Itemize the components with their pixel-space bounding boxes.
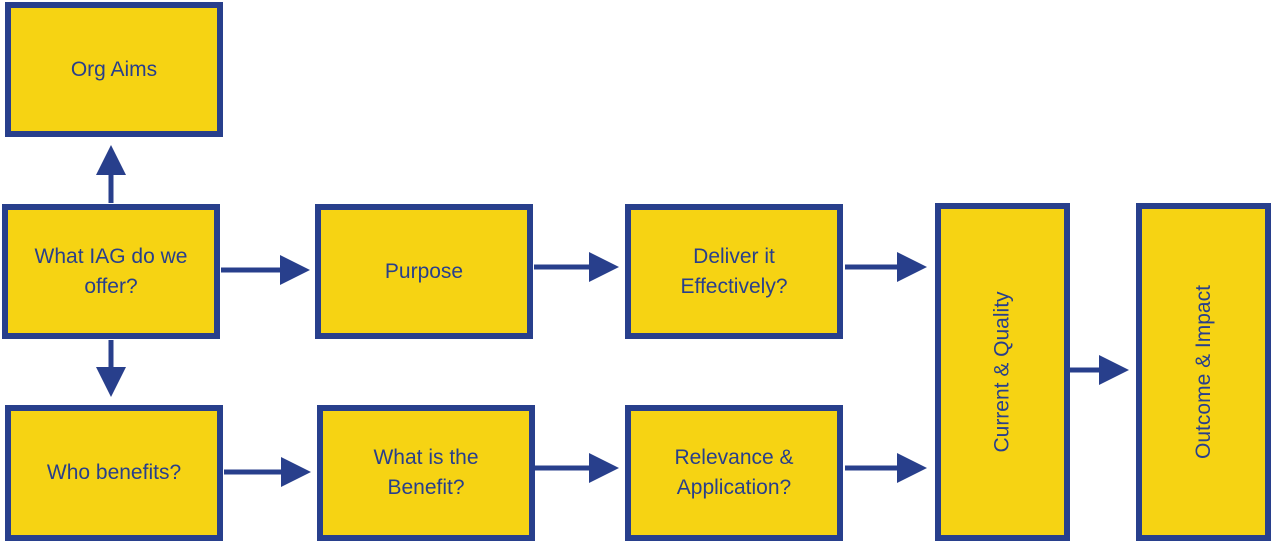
node-what-iag-label: What IAG do we offer? bbox=[34, 244, 188, 298]
node-purpose-label: Purpose bbox=[384, 259, 464, 283]
node-relevance: Relevance & Application? bbox=[625, 405, 843, 541]
node-purpose: Purpose bbox=[315, 204, 533, 339]
node-what-benefit: What is the Benefit? bbox=[317, 405, 535, 541]
node-outcome-impact: Outcome & Impact bbox=[1136, 203, 1271, 541]
node-org-aims: Org Aims bbox=[5, 2, 223, 137]
node-deliver: Deliver it Effectively? bbox=[625, 204, 843, 339]
node-current-quality: Current & Quality bbox=[935, 203, 1070, 541]
node-org-aims-label: Org Aims bbox=[70, 57, 158, 81]
node-deliver-label: Deliver it Effectively? bbox=[680, 244, 788, 298]
node-what-benefit-label: What is the Benefit? bbox=[373, 446, 479, 499]
node-who-benefits-label: Who benefits? bbox=[46, 461, 182, 484]
node-who-benefits: Who benefits? bbox=[5, 405, 223, 541]
node-what-iag: What IAG do we offer? bbox=[2, 204, 220, 339]
node-current-quality-label: Current & Quality bbox=[990, 291, 1014, 453]
node-relevance-label: Relevance & Application? bbox=[674, 446, 794, 499]
node-outcome-impact-label: Outcome & Impact bbox=[1191, 285, 1215, 459]
